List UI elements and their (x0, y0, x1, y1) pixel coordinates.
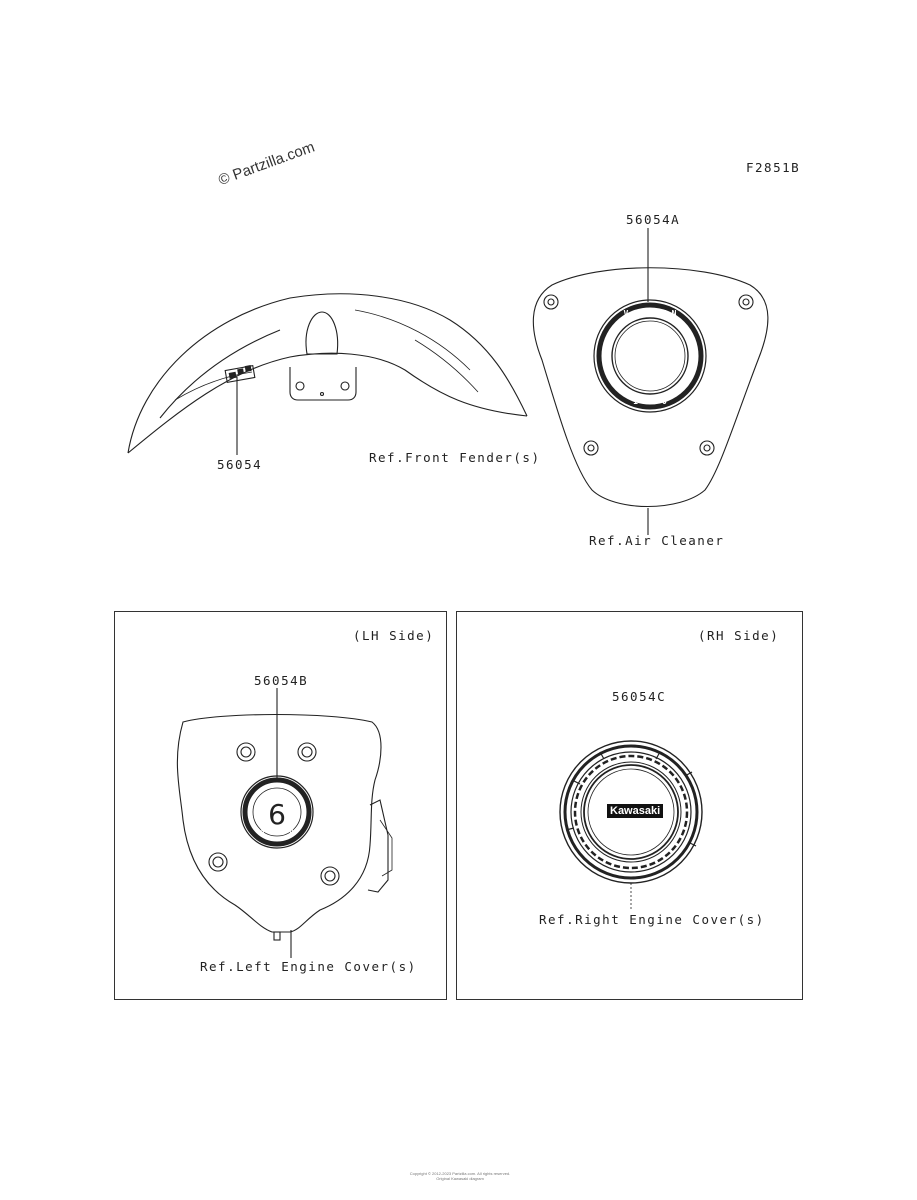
air-cleaner-badge-top-text: V - T W I N (624, 309, 677, 318)
rh-reference: Ref.Right Engine Cover(s) (539, 912, 765, 927)
lh-reference: Ref.Left Engine Cover(s) (200, 959, 417, 974)
rh-side-panel (456, 611, 803, 1000)
rh-part-number[interactable]: 56054C (612, 689, 667, 704)
rh-kawasaki-logo: Kawasaki (607, 804, 664, 818)
lh-badge-digit: 6 (268, 798, 286, 831)
footer-line-2: Original Kawasaki diagram (436, 1176, 484, 1181)
front-fender-part-number[interactable]: 56054 (217, 457, 263, 472)
front-fender-reference: Ref.Front Fender(s) (369, 450, 541, 465)
lh-part-number[interactable]: 56054B (254, 673, 309, 688)
lh-badge-top-text: S I X (268, 793, 286, 800)
footer-line-1: Copyright © 2012-2023 Partzilla.com. All… (409, 1171, 511, 1176)
air-cleaner-reference: Ref.Air Cleaner (589, 533, 725, 548)
figure-code: F2851B (746, 160, 801, 175)
lh-badge-bottom-text: S P E E D (261, 828, 294, 835)
lh-side-panel (114, 611, 447, 1000)
lh-side-label: (LH Side) (353, 628, 435, 643)
air-cleaner-badge-bottom-text: 1 7 0 0 (633, 397, 667, 406)
rh-side-label: (RH Side) (698, 628, 780, 643)
air-cleaner-part-number[interactable]: 56054A (626, 212, 681, 227)
